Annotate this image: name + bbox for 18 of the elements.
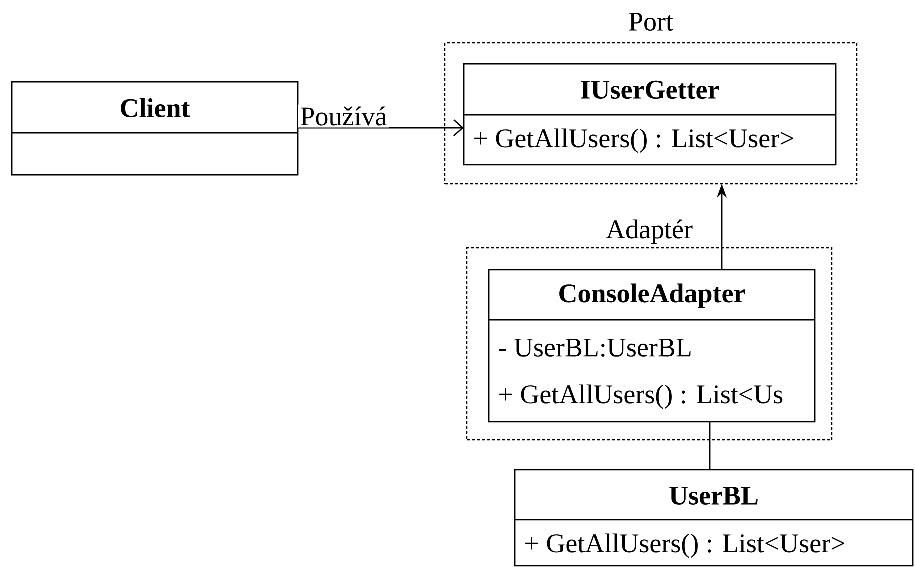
class-name: UserBL <box>670 487 758 505</box>
member-text: + GetAllUsers() : List<User> <box>526 534 845 558</box>
class-name: IUserGetter <box>581 80 720 100</box>
edge-label: Používá <box>298 104 390 128</box>
frame-label: Adaptér <box>606 220 693 244</box>
class-name: ConsoleAdapter <box>560 284 746 308</box>
frame-label: Port <box>629 13 674 31</box>
dashed-frame <box>466 220 833 441</box>
dashed-frame <box>444 13 858 185</box>
class-box <box>11 81 299 176</box>
arrow <box>298 119 464 137</box>
member-text: - UserBL:UserBL <box>499 338 691 357</box>
member-text: + GetAllUsers() : List<Us <box>500 384 783 410</box>
member-text: + GetAllUsers() : List<User> <box>474 128 794 154</box>
class-box <box>463 63 837 166</box>
class-box <box>488 269 816 423</box>
class-name: Client <box>121 98 190 118</box>
class-box <box>514 469 914 567</box>
